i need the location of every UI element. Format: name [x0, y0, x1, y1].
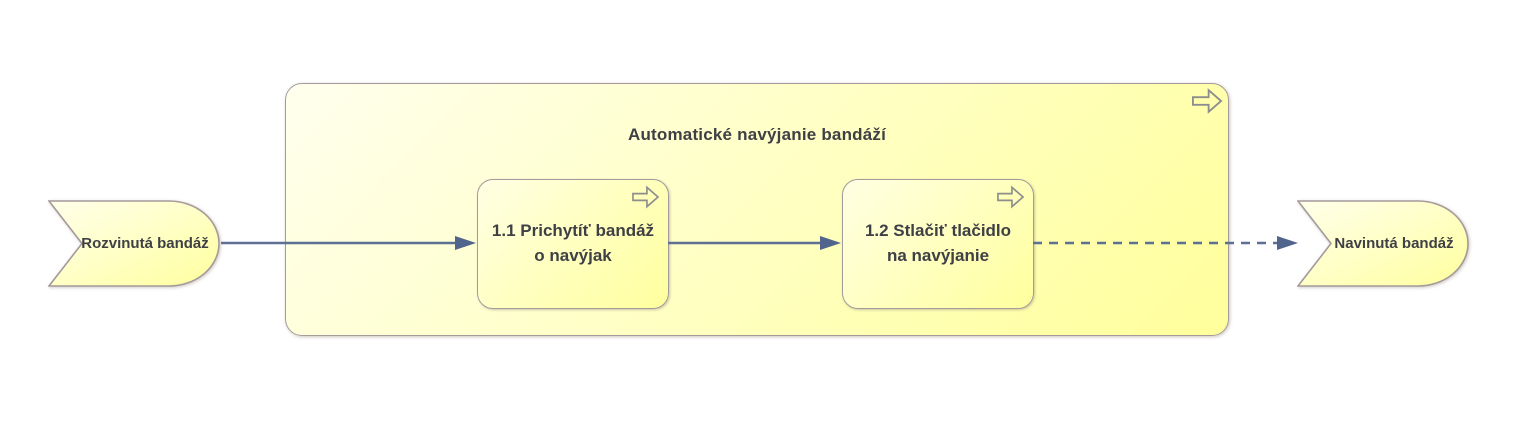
event-start-label: Rozvinutá bandáž: [81, 235, 209, 252]
event-end-node[interactable]: Navinutá bandáž: [1297, 200, 1469, 287]
event-shape: [48, 200, 220, 287]
event-start-node[interactable]: Rozvinutá bandáž: [48, 200, 220, 287]
event-shape: [1297, 200, 1469, 287]
process-arrow-icon: [997, 185, 1024, 209]
process-1-1-label: 1.1 Prichytíť bandáž o navýjak: [491, 221, 655, 265]
process-group-container[interactable]: Automatické navýjanie bandáží 1.1 Prichy…: [285, 83, 1229, 336]
arrowhead-icon: [1277, 236, 1298, 250]
container-title: Automatické navýjanie bandáží: [627, 125, 887, 144]
process-arrow-icon: [1191, 88, 1223, 114]
event-end-label: Navinutá bandáž: [1334, 235, 1454, 252]
process-1-2-label: 1.2 Stlačiť tlačidlo na navýjanie: [864, 221, 1012, 265]
process-node-1-1[interactable]: 1.1 Prichytíť bandáž o navýjak: [477, 179, 669, 309]
process-arrow-icon: [632, 185, 659, 209]
process-node-1-2[interactable]: 1.2 Stlačiť tlačidlo na navýjanie: [842, 179, 1034, 309]
